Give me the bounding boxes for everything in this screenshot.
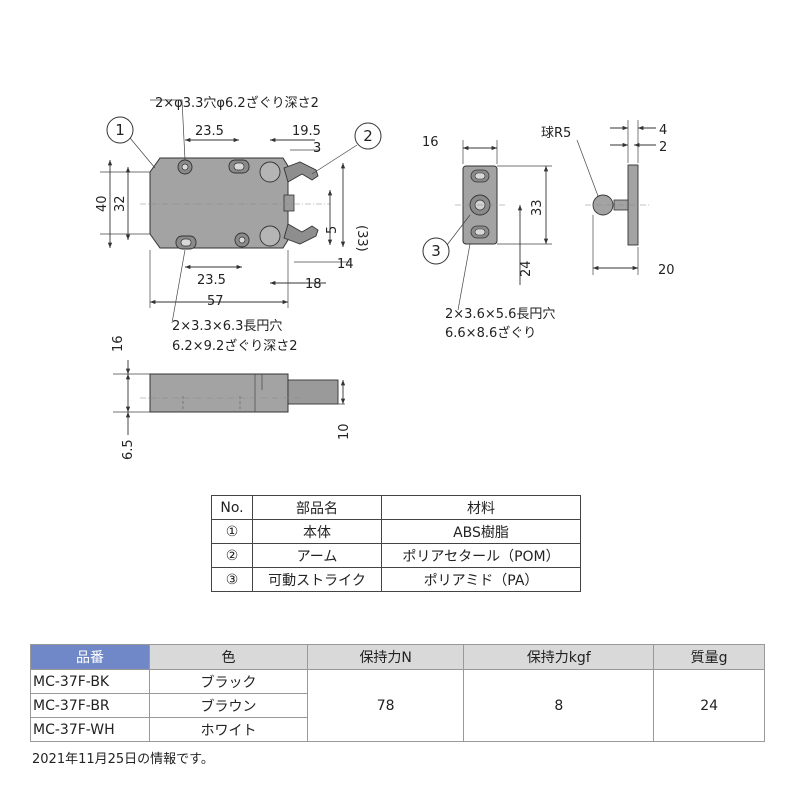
strike-view: 3 16 33 24 2×3.6×5.6長円穴 6.6×8.6ざぐり: [422, 135, 555, 341]
slot-note-line2: 6.2×9.2ざぐり深さ2: [172, 338, 298, 354]
parts-header-part: 部品名: [252, 495, 382, 520]
side-dim-10: 10: [337, 423, 352, 440]
callout-2: 2: [363, 127, 373, 145]
callout-3: 3: [431, 242, 441, 260]
spec-force-n: 78: [306, 669, 465, 742]
technical-drawing: 1 2 2×φ3.3穴φ6.2ざぐり深さ2 23.5 19.5 3 40 32 …: [95, 95, 675, 460]
parts-material: ABS樹脂: [381, 519, 581, 544]
dim-23-5-bottom: 23.5: [197, 273, 226, 288]
parts-row: ③ 可動ストライク ポリアミド（PA）: [211, 567, 581, 592]
spec-header-code: 品番: [30, 644, 150, 670]
dim-14: 14: [337, 257, 354, 272]
info-date-note: 2021年11月25日の情報です。: [32, 752, 214, 767]
parts-no: ②: [211, 543, 253, 568]
dim-18: 18: [305, 277, 322, 292]
lower-arm: [283, 223, 319, 245]
strike-side-view: 球R5 4 2 20: [541, 120, 675, 278]
dim-23-5-top: 23.5: [195, 124, 224, 139]
spec-color: ホワイト: [149, 717, 308, 742]
spec-code: MC-37F-BK: [30, 669, 150, 694]
dim-33-ref: (33): [354, 225, 369, 252]
strike-dim-2: 2: [659, 140, 667, 155]
side-view: 16 6.5 10: [111, 335, 352, 460]
hole-note-top: 2×φ3.3穴φ6.2ざぐり深さ2: [155, 95, 319, 111]
parts-row: ① 本体 ABS樹脂: [211, 519, 581, 544]
strike-slot-note-line2: 6.6×8.6ざぐり: [445, 325, 536, 341]
spec-color: ブラウン: [149, 693, 308, 718]
strike-dim-4: 4: [659, 123, 667, 138]
upper-arm: [283, 161, 319, 183]
dim-57: 57: [207, 294, 224, 309]
front-view: 1 2 2×φ3.3穴φ6.2ざぐり深さ2 23.5 19.5 3 40 32 …: [95, 95, 382, 354]
catch-body: [149, 157, 289, 249]
spec-row: MC-37F-WH ホワイト: [30, 717, 765, 742]
spec-row: MC-37F-BK ブラック 78 8 24: [30, 669, 765, 742]
parts-material: ポリアセタール（POM）: [381, 543, 581, 568]
strike-dim-20: 20: [658, 263, 675, 278]
parts-name: アーム: [252, 543, 382, 568]
ball-label: 球R5: [541, 126, 571, 141]
dim-3: 3: [313, 141, 321, 156]
parts-name: 可動ストライク: [252, 567, 382, 592]
spec-row: MC-37F-BR ブラウン: [30, 693, 765, 718]
spec-header-force-kgf: 保持力kgf: [463, 644, 655, 670]
spec-header-mass: 質量g: [653, 644, 765, 670]
spec-header-color: 色: [149, 644, 308, 670]
parts-material: ポリアミド（PA）: [381, 567, 581, 592]
parts-table: No. 部品名 材料 ① 本体 ABS樹脂 ② アーム ポリアセタール（POM）…: [211, 495, 581, 592]
strike-dim-24: 24: [519, 260, 534, 277]
side-dim-6-5: 6.5: [121, 439, 136, 460]
parts-no: ③: [211, 567, 253, 592]
strike-dim-16: 16: [422, 135, 439, 150]
parts-row: ② アーム ポリアセタール（POM）: [211, 543, 581, 568]
dim-40: 40: [95, 195, 110, 212]
spec-header-row: 品番 色 保持力N 保持力kgf 質量g: [30, 644, 765, 670]
spec-table: 品番 色 保持力N 保持力kgf 質量g MC-37F-BK ブラック 78 8…: [30, 644, 765, 742]
parts-header-no: No.: [211, 495, 253, 520]
parts-no: ①: [211, 519, 253, 544]
spec-code: MC-37F-BR: [30, 693, 150, 718]
callout-1: 1: [115, 121, 125, 139]
spec-header-force-n: 保持力N: [306, 644, 465, 670]
dim-32: 32: [113, 195, 128, 212]
strike-dim-33: 33: [530, 199, 545, 216]
side-body: [149, 373, 289, 413]
dim-5: 5: [325, 226, 340, 234]
parts-header-material: 材料: [381, 495, 581, 520]
spec-code: MC-37F-WH: [30, 717, 150, 742]
spec-color: ブラック: [149, 669, 308, 694]
strike-slot-note-line1: 2×3.6×5.6長円穴: [445, 307, 555, 322]
slot-note-line1: 2×3.3×6.3長円穴: [172, 319, 282, 334]
spec-mass: 24: [653, 669, 765, 742]
side-dim-16: 16: [111, 335, 126, 352]
dim-19-5: 19.5: [292, 124, 321, 139]
spec-force-kgf: 8: [463, 669, 655, 742]
parts-header-row: No. 部品名 材料: [211, 495, 581, 520]
parts-name: 本体: [252, 519, 382, 544]
